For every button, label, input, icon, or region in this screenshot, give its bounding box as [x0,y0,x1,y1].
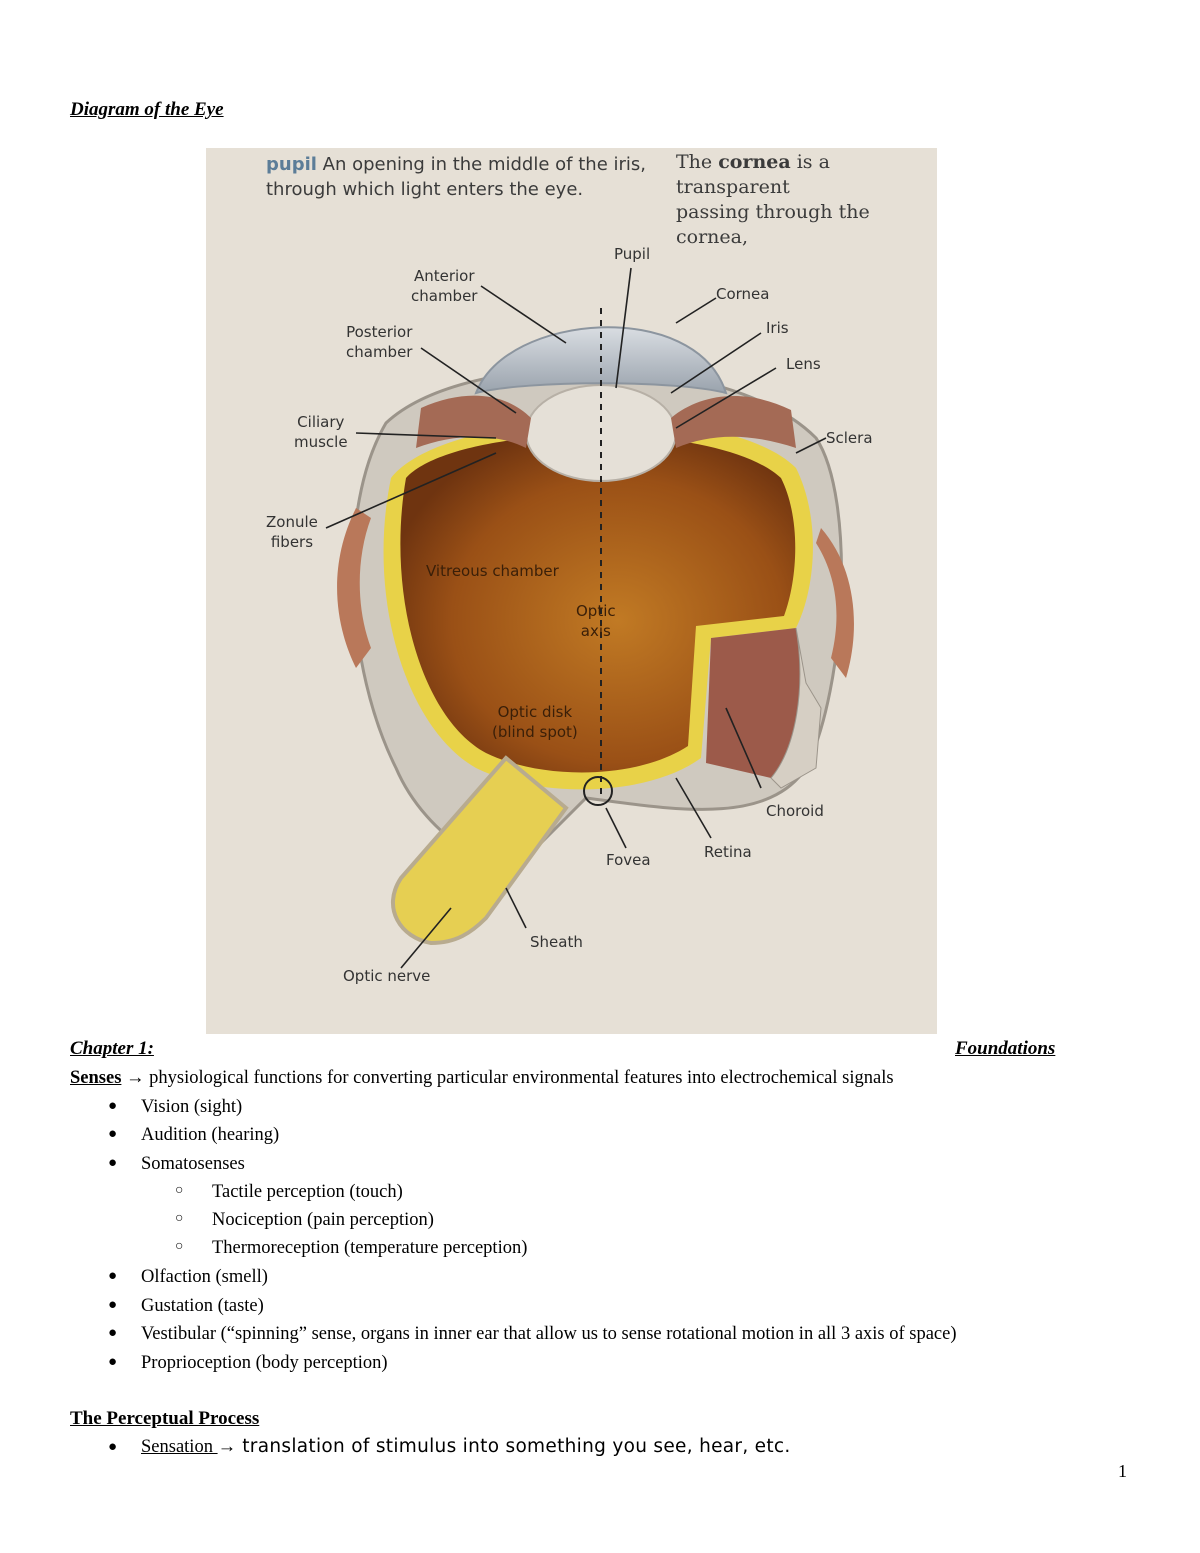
pupil-caption-term: pupil [266,154,317,175]
sensation-term: Sensation [141,1437,218,1457]
eye-illustration [325,267,854,969]
label-ciliary-muscle-2: muscle [294,433,348,451]
senses-term: Senses [70,1068,122,1088]
label-optic-disk-1: Optic disk [497,703,573,721]
senses-arrow: → [126,1068,145,1088]
label-posterior-chamber-2: chamber [346,343,413,361]
label-optic-axis: Optic axis [576,601,616,641]
diagram-title: Diagram of the Eye [70,99,224,120]
list-item-somatosenses: Somatosenses [141,1154,245,1174]
sub-item-nociception: Nociception (pain perception) [212,1210,434,1230]
pupil-caption: pupil An opening in the middle of the ir… [266,152,646,202]
label-optic-axis-1: Optic [576,602,616,620]
sensation-arrow: → [217,1437,237,1457]
label-pupil: Pupil [614,245,651,263]
label-sheath: Sheath [530,933,583,951]
cornea-caption-line1: is a transparent [676,151,830,198]
label-anterior-chamber: Anterior chamber [411,266,477,306]
label-optic-disk: Optic disk (blind spot) [492,702,578,742]
label-zonule-fibers: Zonule fibers [266,512,318,552]
pupil-caption-line2: through which light enters the eye. [266,179,584,200]
label-cornea: Cornea [716,285,770,303]
sub-item-tactile: Tactile perception (touch) [212,1182,403,1202]
bullet-icon: ● [108,1098,118,1114]
label-anterior-chamber-1: Anterior [413,267,475,285]
bullet-icon: ● [108,1268,118,1284]
label-optic-nerve: Optic nerve [343,967,431,985]
perceptual-process-heading: The Perceptual Process [70,1408,260,1429]
eye-diagram-photo: pupil An opening in the middle of the ir… [206,148,937,1034]
label-ciliary-muscle: Ciliary muscle [294,412,348,452]
bullet-icon: ● [108,1126,118,1142]
senses-definition-text: physiological functions for converting p… [144,1068,894,1088]
list-item-olfaction: Olfaction (smell) [141,1267,268,1287]
bullet-icon: ● [108,1325,118,1341]
senses-definition: Senses → physiological functions for con… [70,1064,894,1092]
cornea-caption: The cornea is a transparent passing thro… [676,150,937,250]
list-item-vestibular: Vestibular (“spinning” sense, organs in … [141,1324,957,1344]
chapter-title: Foundations [955,1038,1056,1059]
list-item-proprioception: Proprioception (body perception) [141,1353,388,1373]
hollow-bullet-icon: ○ [175,1183,184,1198]
cornea-caption-prefix: The [676,151,719,173]
label-anterior-chamber-2: chamber [411,287,478,305]
bullet-icon: ● [108,1439,118,1455]
bullet-icon: ● [108,1297,118,1313]
cornea-caption-term: cornea [718,151,791,173]
label-fovea: Fovea [606,851,651,869]
list-item-gustation: Gustation (taste) [141,1296,264,1316]
sub-item-thermoreception: Thermoreception (temperature perception) [212,1238,528,1258]
sensation-definition: translation of stimulus into something y… [236,1436,791,1457]
bullet-icon: ● [108,1155,118,1171]
sensation-line: Sensation → translation of stimulus into… [141,1433,791,1461]
label-iris: Iris [766,319,789,337]
hollow-bullet-icon: ○ [175,1211,184,1226]
list-item-vision: Vision (sight) [141,1097,243,1117]
label-vitreous-chamber: Vitreous chamber [426,562,559,580]
label-choroid: Choroid [766,802,824,820]
label-retina: Retina [704,843,752,861]
list-item-audition: Audition (hearing) [141,1125,280,1145]
label-zonule-fibers-2: fibers [270,533,314,551]
chapter-label: Chapter 1: [70,1038,154,1059]
label-optic-axis-2: axis [580,622,611,640]
hollow-bullet-icon: ○ [175,1239,184,1254]
label-lens: Lens [786,355,821,373]
label-posterior-chamber: Posterior chamber [346,322,412,362]
label-sclera: Sclera [826,429,873,447]
bullet-icon: ● [108,1354,118,1370]
pupil-caption-line1: An opening in the middle of the iris, [316,154,646,175]
page-number: 1 [1118,1461,1127,1481]
label-ciliary-muscle-1: Ciliary [297,413,345,431]
cornea-caption-line2: passing through the cornea, [676,201,870,248]
label-posterior-chamber-1: Posterior [346,323,413,341]
label-optic-disk-2: (blind spot) [492,723,578,741]
label-zonule-fibers-1: Zonule [266,513,318,531]
